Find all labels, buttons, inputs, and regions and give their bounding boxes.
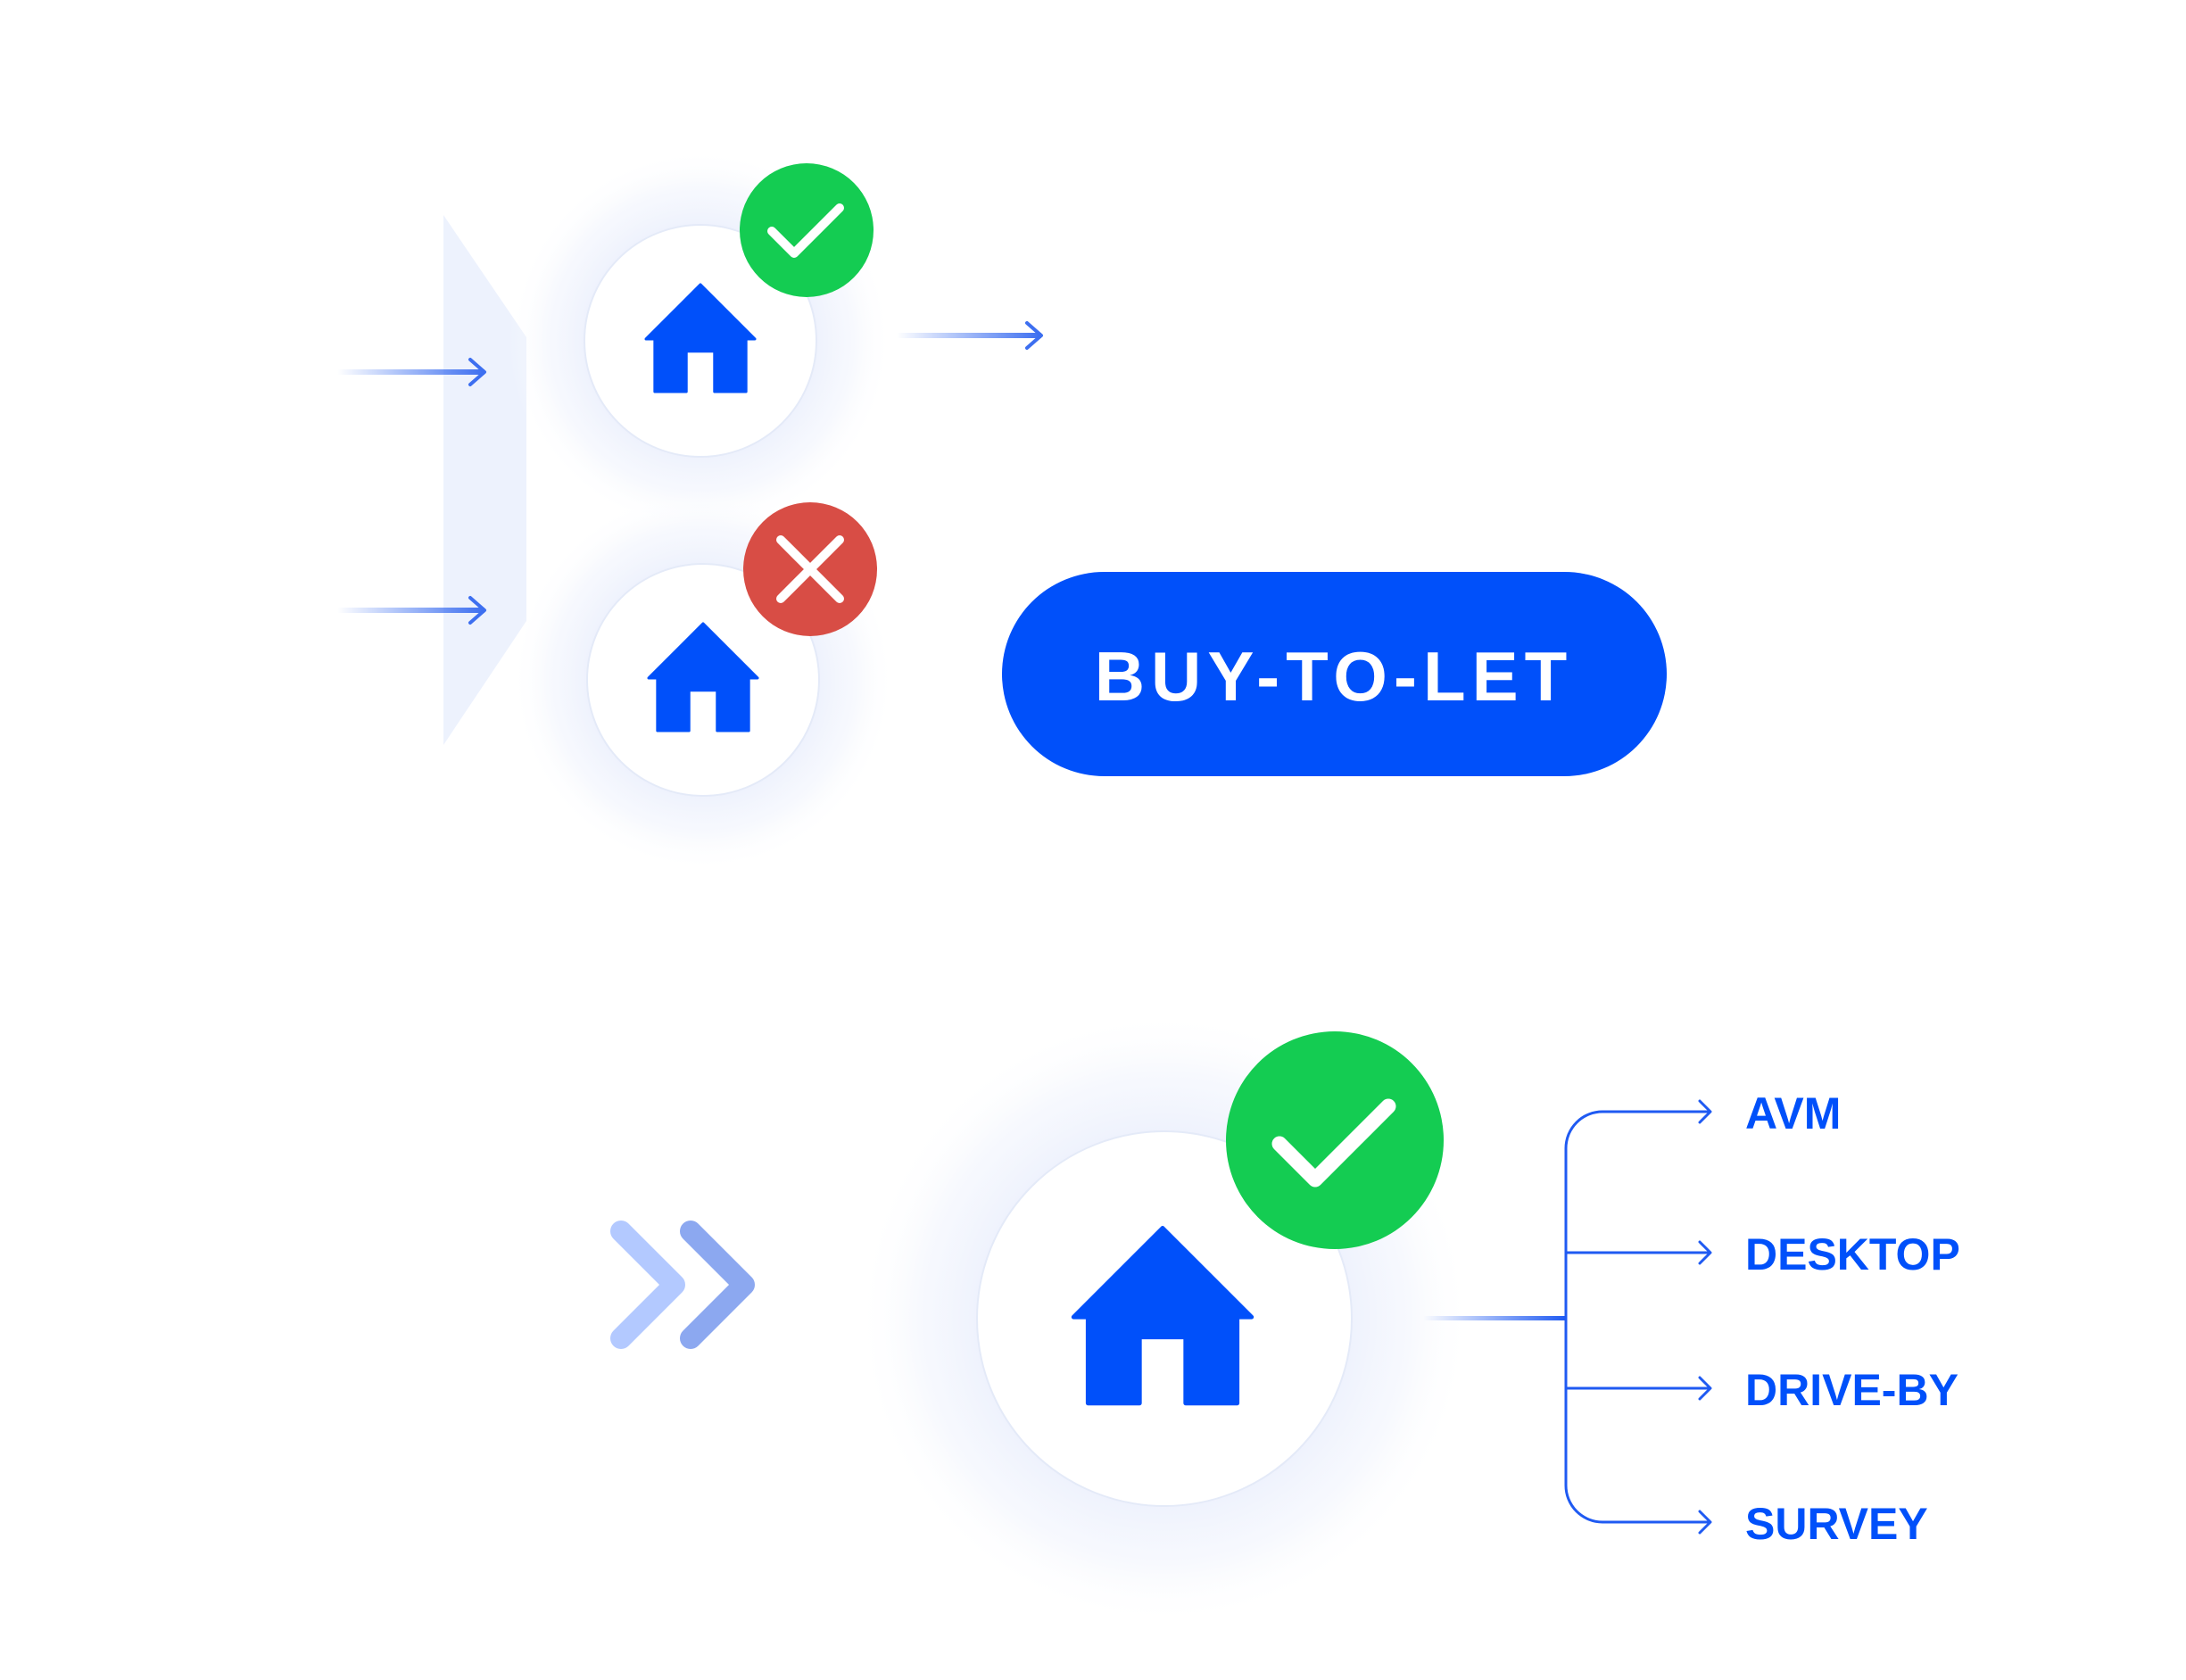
arrow-right-icon xyxy=(1698,1240,1712,1265)
arrow-right-icon xyxy=(1698,1376,1712,1401)
cross-icon xyxy=(743,502,877,636)
valuation-branch-connector xyxy=(1423,1110,1710,1524)
method-desktop-label: DESKTOP xyxy=(1745,1229,1960,1279)
valuation-method-list: AVM DESKTOP DRIVE-BY SURVEY xyxy=(1745,1088,1960,1549)
buy-to-let-label: BUY-TO-LET xyxy=(1095,637,1574,716)
arrow-right-icon xyxy=(1698,1099,1712,1124)
incoming-arrow-top xyxy=(337,358,486,386)
method-survey-label: SURVEY xyxy=(1745,1499,1928,1549)
buy-to-let-badge: BUY-TO-LET xyxy=(1002,572,1667,776)
property-approved-main xyxy=(857,1011,1472,1626)
arrow-right-icon xyxy=(1698,1510,1712,1535)
outgoing-arrow-top xyxy=(897,321,1043,350)
checkmark-icon xyxy=(740,163,874,297)
incoming-arrow-bottom xyxy=(337,596,486,625)
property-approved-top xyxy=(509,149,892,533)
method-drive-by-label: DRIVE-BY xyxy=(1745,1365,1958,1415)
branch-arrowheads xyxy=(1698,1099,1712,1535)
double-chevron-right-icon xyxy=(610,1221,755,1349)
method-avm-label: AVM xyxy=(1745,1088,1841,1138)
checkmark-icon xyxy=(1226,1031,1444,1249)
property-rejected xyxy=(511,488,895,872)
